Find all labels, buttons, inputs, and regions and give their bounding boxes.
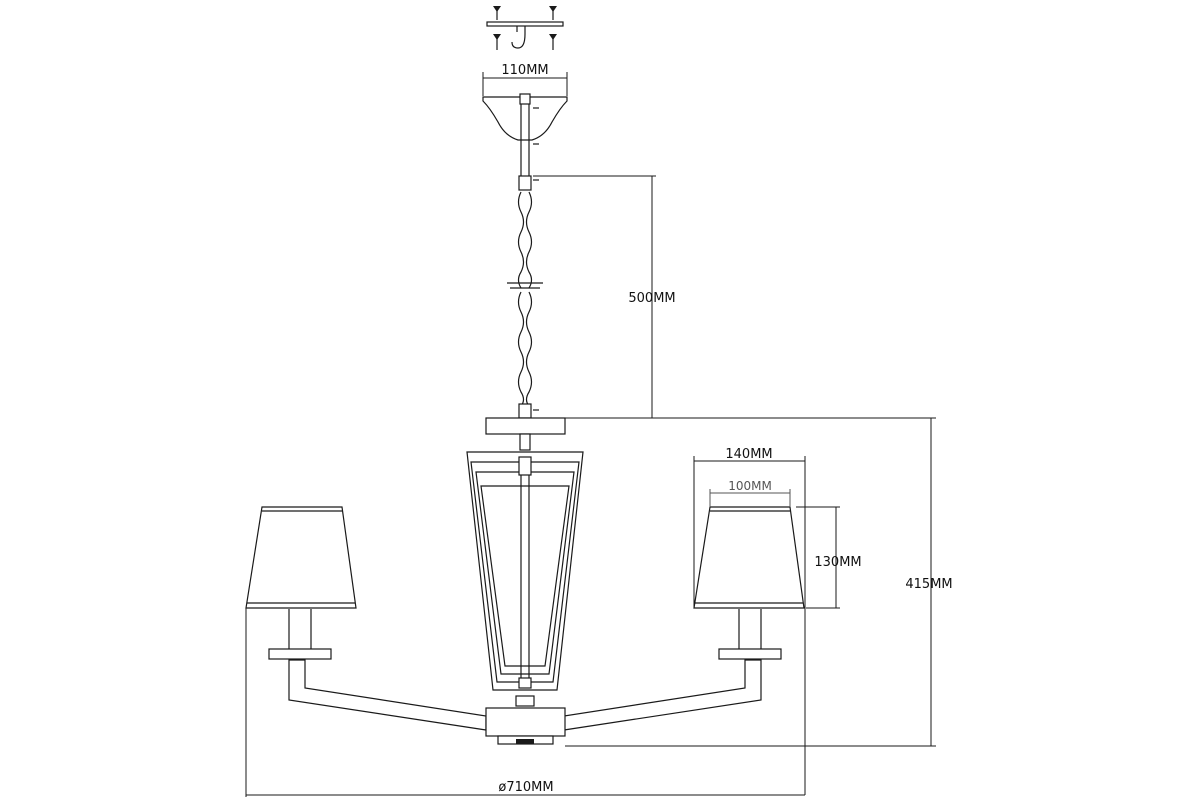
right-bobeche <box>718 648 782 660</box>
right-shade <box>693 506 805 609</box>
central-hub <box>485 707 566 737</box>
canopy-width-label: 110MM <box>501 63 548 78</box>
screw-icon <box>493 6 501 20</box>
screw-icon <box>493 34 501 50</box>
body-height-dimension: 415MM <box>565 417 953 747</box>
shade-top-outer-label: 140MM <box>725 447 772 462</box>
diameter-dimension: ø710MM <box>245 608 805 797</box>
body-height-label: 415MM <box>905 577 952 592</box>
chain <box>507 175 543 419</box>
canopy-dimension: 110MM <box>482 63 568 96</box>
diameter-label: ø710MM <box>498 780 553 795</box>
shade-dimensions: 140MM 100MM 130MM <box>693 447 862 795</box>
screw-icon <box>549 34 557 50</box>
chain-length-dimension: 500MM <box>533 175 676 418</box>
left-bobeche <box>268 648 332 660</box>
left-lamp <box>245 506 357 660</box>
arms <box>288 659 762 745</box>
central-lantern <box>466 451 584 707</box>
right-lamp <box>693 506 805 660</box>
mounting-hardware <box>486 6 564 50</box>
ceiling-canopy <box>482 93 568 176</box>
shade-top-inner-label: 100MM <box>728 479 772 493</box>
screw-icon <box>549 6 557 20</box>
left-shade <box>245 506 357 609</box>
chain-length-label: 500MM <box>628 291 675 306</box>
top-plate <box>485 417 566 435</box>
shade-height-label: 130MM <box>814 555 861 570</box>
